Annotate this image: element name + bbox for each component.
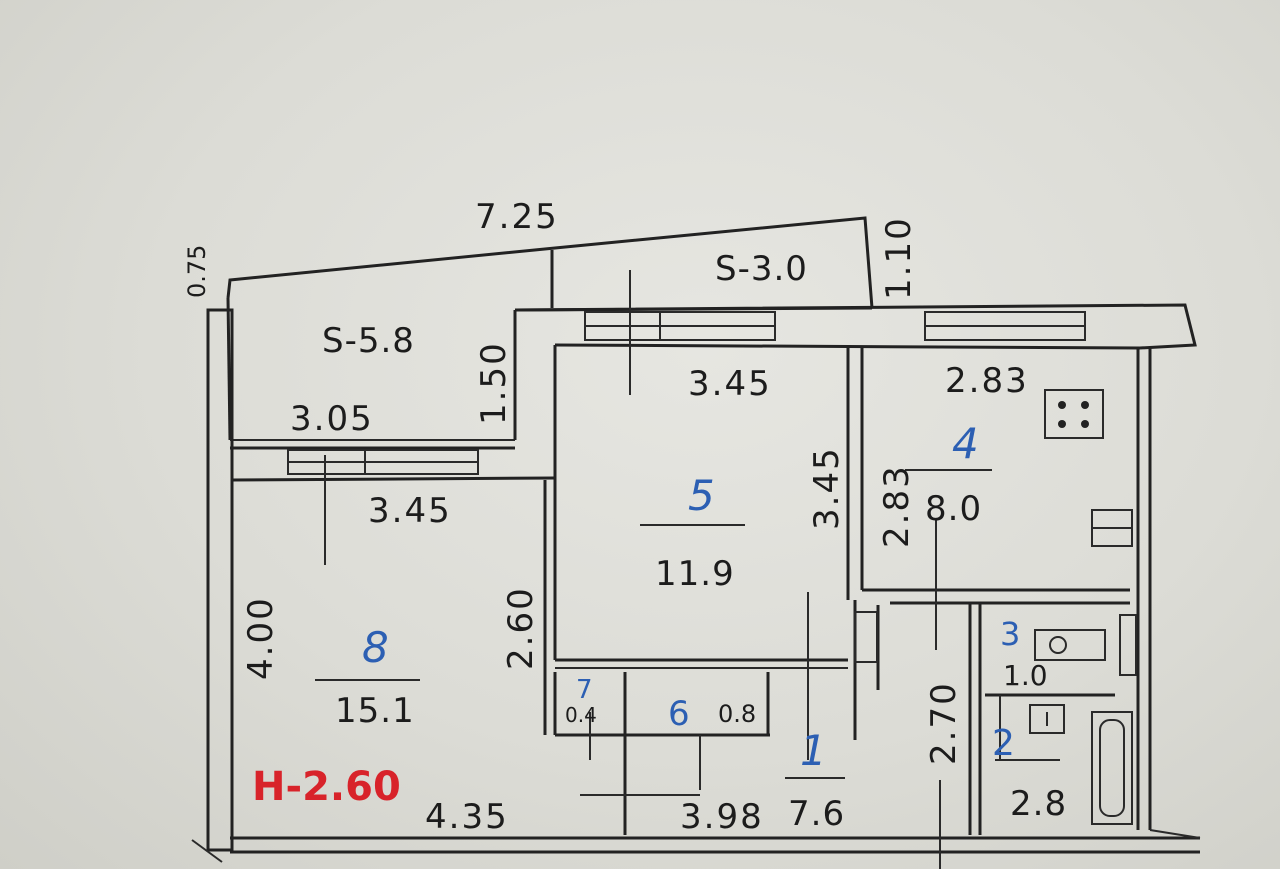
room8-window-wall [230,446,556,482]
balcony-right-area: S-3.0 [715,249,808,289]
room-4-number: 4 [952,419,979,468]
balcony-labels: 7.25 0.75 1.10 S-5.8 S-3.0 1.50 3.05 [183,197,919,439]
room-6: 6 0.8 [668,694,756,734]
room-5-length: 3.45 [807,446,847,530]
room-7: 7 0.4 [565,675,597,727]
washbasin-icon [1034,614,1137,676]
dimension-ticks [324,270,1060,869]
room-2-number: 2 [992,723,1015,764]
room-8-length: 4.00 [241,596,281,680]
room-1-width: 3.98 [680,797,764,837]
room-5: 5 11.9 3.45 3.45 [640,364,847,594]
room-2: 2 2.8 [992,723,1067,824]
toilet-icon [1029,704,1065,734]
room-8: 8 15.1 3.45 4.00 4.35 2.60 [241,491,541,837]
room-6-number: 6 [668,694,690,734]
room-8-area: 15.1 [335,691,415,731]
room-8-width-bottom: 4.35 [425,797,509,837]
balcony-total-length: 7.25 [475,197,559,237]
room-5-area: 11.9 [655,554,735,594]
interior-walls [543,345,1152,835]
room-4-length: 2.83 [877,464,917,548]
room-8-side: 2.60 [501,586,541,670]
bottom-facade-wall [230,829,1201,854]
room-6-area: 0.8 [718,700,756,728]
ceiling-height: H-2.60 [252,764,401,810]
room-8-width: 3.45 [368,491,452,531]
room-1-number: 1 [800,726,827,775]
top-facade-wall [514,303,1197,350]
kitchen-sink-icon [1091,509,1133,547]
stove-icon [1044,389,1104,439]
balcony-left-depth: 1.50 [474,341,514,425]
room-1: 1 7.6 3.98 2.70 [680,681,964,837]
room-5-number: 5 [688,471,715,520]
room-4-area: 8.0 [925,489,982,529]
room-2-area: 2.8 [1010,784,1067,824]
balcony-depth-right: 1.10 [879,216,919,300]
balcony-depth-left: 0.75 [183,245,211,298]
room-7-area: 0.4 [565,703,597,727]
room-3-number: 3 [1000,615,1020,653]
room-7-number: 7 [576,675,593,705]
room-1-area: 7.6 [788,794,845,834]
balcony-left-width: 3.05 [290,399,374,439]
room-3-area: 1.0 [1003,659,1048,692]
bathtub-icon [1091,711,1133,825]
room-1-length: 2.70 [924,681,964,765]
room-3: 3 1.0 [1000,615,1048,692]
room-5-width: 3.45 [688,364,772,404]
outer-left-wall [191,308,234,863]
room-8-number: 8 [362,623,389,672]
room-4-width: 2.83 [945,361,1029,401]
wardrobe-icon [854,611,878,663]
room-4: 4 8.0 2.83 2.83 [877,361,1029,548]
balcony-left-area: S-5.8 [322,321,415,361]
